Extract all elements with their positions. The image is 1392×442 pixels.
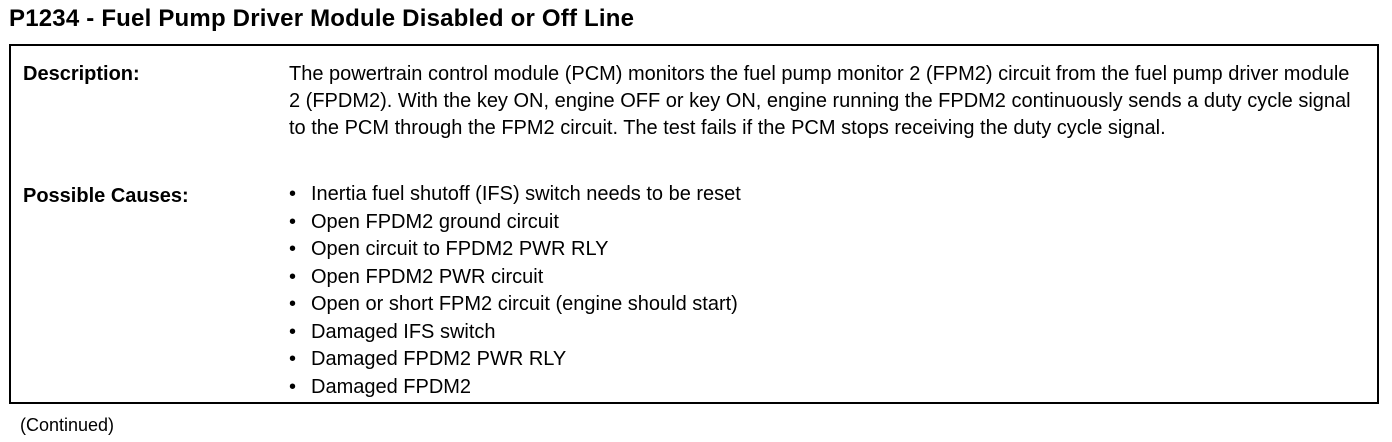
bullet-icon: • [289,375,297,398]
list-item: • Open or short FPM2 circuit (engine shou… [289,291,741,319]
description-text: The powertrain control module (PCM) moni… [289,63,1351,139]
list-item: • Damaged FPDM2 PWR RLY [289,346,741,374]
bullet-icon: • [289,293,297,315]
bullet-icon: • [289,348,297,370]
cause-text: Damaged FPDM2 PWR RLY [311,348,567,370]
list-item: • Open FPDM2 ground circuit [289,209,741,237]
description-label: Description: [23,63,140,85]
list-item: • Damaged FPDM2 [289,374,741,402]
page-title: P1234 - Fuel Pump Driver Module Disabled… [9,5,635,32]
list-item: • Open circuit to FPDM2 PWR RLY [289,236,741,264]
list-item: • Open FPDM2 PWR circuit [289,264,741,292]
cause-text: Open or short FPM2 circuit (engine shoul… [311,293,738,315]
list-item: • Inertia fuel shutoff (IFS) switch needs… [289,181,741,209]
dtc-info-table: Description: The powertrain control modu… [9,44,1379,404]
cause-text: Open FPDM2 PWR circuit [311,265,544,288]
bullet-icon: • [289,320,297,343]
cause-text: Damaged IFS switch [311,320,496,343]
cause-text: Open circuit to FPDM2 PWR RLY [311,238,609,260]
bullet-icon: • [289,265,297,288]
possible-causes-list: • Inertia fuel shutoff (IFS) switch needs… [289,181,741,401]
cause-text: Damaged FPDM2 [311,375,472,398]
bullet-icon: • [289,210,297,233]
cause-text: Open FPDM2 ground circuit [311,210,559,233]
bullet-icon: • [289,183,297,205]
bullet-icon: • [289,238,297,260]
continued-note: (Continued) [20,415,115,435]
possible-causes-label: Possible Causes: [23,185,189,207]
cause-text: Inertia fuel shutoff (IFS) switch needs … [311,183,741,205]
list-item: • Damaged IFS switch [289,319,741,347]
